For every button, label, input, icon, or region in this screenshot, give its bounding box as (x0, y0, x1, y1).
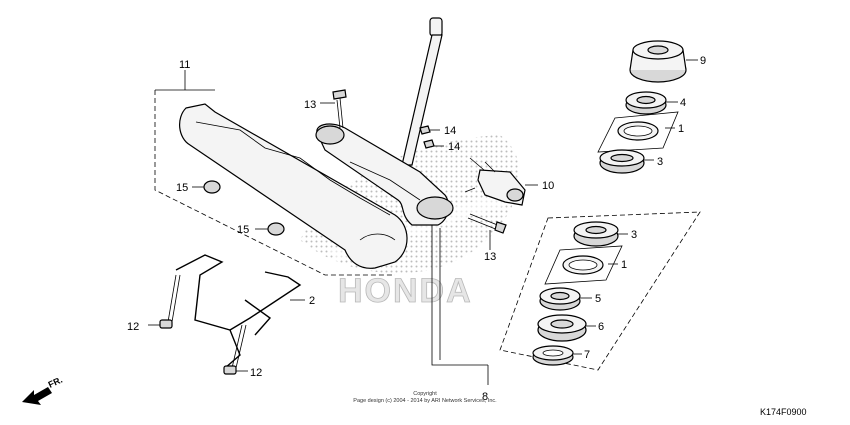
cover-bracket-line (154, 90, 395, 276)
bolt-12-right[interactable] (223, 324, 247, 375)
honda-watermark-text: HONDA (338, 272, 473, 310)
callout-14-lower: 14 (448, 141, 460, 153)
callout-9: 9 (700, 55, 706, 67)
callout-13-upper: 13 (304, 99, 316, 111)
callout-12-right: 12 (250, 367, 262, 379)
stem-bracket-left (431, 225, 488, 366)
grommet-15-lower[interactable] (267, 222, 285, 236)
steel-ball-lower-part[interactable] (544, 245, 623, 285)
callout-5: 5 (595, 293, 601, 305)
handlebar-holder-part[interactable] (464, 157, 526, 206)
callout-14-upper: 14 (444, 125, 456, 137)
lower-bearing-race-part[interactable] (539, 287, 581, 311)
callout-13-lower: 13 (484, 251, 496, 263)
callout-7: 7 (584, 349, 590, 361)
callout-6: 6 (598, 321, 604, 333)
grommet-15-upper[interactable] (203, 180, 221, 194)
callout-15-upper: 15 (176, 182, 188, 194)
wire-stay-part[interactable] (175, 254, 302, 369)
lower-bearing-cone-part[interactable] (573, 221, 619, 247)
callout-8: 8 (482, 391, 488, 403)
bolt-13-lower[interactable] (467, 213, 507, 234)
upper-bearing-race-part[interactable] (625, 91, 667, 115)
lower-race-part[interactable] (532, 345, 574, 366)
copyright-line-2: Page design (c) 2004 - 2014 by ARI Netwo… (353, 398, 497, 404)
bolt-14-upper[interactable] (419, 125, 431, 135)
steel-ball-upper-part[interactable] (597, 111, 679, 153)
front-label: FR. (47, 375, 64, 390)
callout-10: 10 (542, 180, 554, 192)
handlebar-cover-part[interactable] (179, 103, 408, 269)
upper-bearing-cone-part[interactable] (599, 149, 645, 174)
front-arrow-icon (22, 387, 52, 405)
callout-15-lower: 15 (237, 224, 249, 236)
callout-12-left: 12 (127, 321, 139, 333)
steering-stem-part[interactable] (315, 17, 454, 226)
diagram-code: K174F0900 (760, 407, 807, 417)
callout-3-upper: 3 (657, 156, 663, 168)
copyright-line-1: Copyright (413, 391, 437, 397)
callout-11: 11 (179, 59, 190, 71)
bolt-12-left[interactable] (159, 274, 181, 329)
callout-3-lower: 3 (631, 229, 637, 241)
lower-bearing-frame (499, 211, 701, 371)
callout-1-lower: 1 (621, 259, 627, 271)
adjusting-nut-part[interactable] (629, 40, 687, 83)
callout-1-upper: 1 (678, 123, 684, 135)
bolt-13-upper[interactable] (332, 89, 347, 129)
bolt-14-lower[interactable] (423, 139, 435, 149)
dust-seal-part[interactable] (537, 314, 587, 342)
callout-2: 2 (309, 295, 315, 307)
callout-4: 4 (680, 97, 686, 109)
